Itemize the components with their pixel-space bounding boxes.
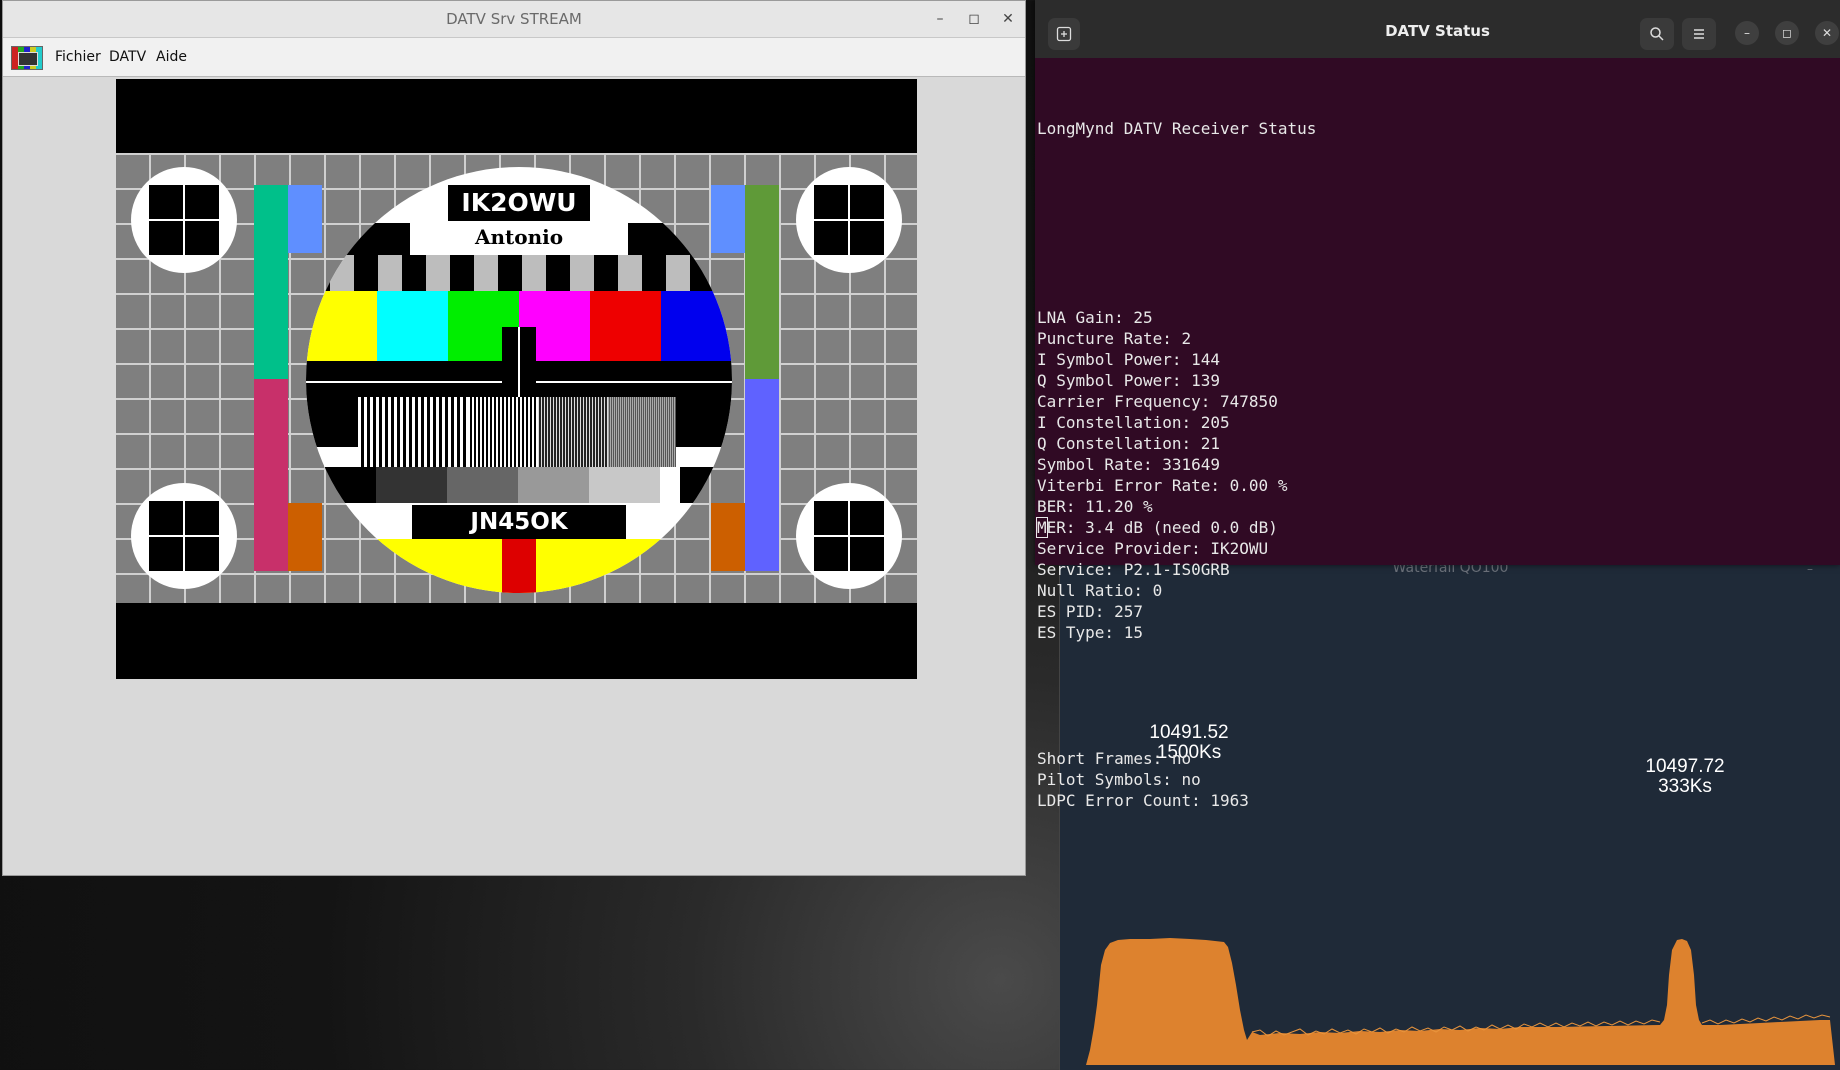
terminal-title: DATV Status (1385, 22, 1490, 40)
gray-scale (306, 467, 732, 503)
bar-blue (745, 379, 779, 571)
status-line: Viterbi Error Rate: 0.00 % (1037, 476, 1288, 495)
hamburger-menu-icon[interactable] (1682, 18, 1716, 50)
peak-1-rate: 1500Ks (1156, 742, 1222, 763)
status-line: Q Symbol Power: 139 (1037, 371, 1221, 390)
menu-fichier[interactable]: Fichier (55, 49, 101, 65)
menu-aide[interactable]: Aide (156, 49, 187, 65)
status-line: Q Constellation: 21 (1037, 434, 1221, 453)
minimize-button[interactable]: – (936, 11, 944, 27)
app-icon (11, 46, 43, 70)
terminal-window: DATV Status – ◻ ✕ LongMynd DATV Receiver… (1035, 0, 1840, 810)
status-lines-2: Short Frames: no Pilot Symbols: no LDPC Er… (1037, 748, 1316, 811)
bar-teal (254, 185, 288, 379)
status-lines: LNA Gain: 25 Puncture Rate: 2 I Symbol Pow… (1036, 307, 1316, 643)
spectrum-plot (1086, 938, 1835, 1065)
frequency-gratings (358, 397, 676, 467)
minimize-button[interactable]: – (1807, 562, 1813, 576)
corner-circle-bottom-right (796, 483, 902, 589)
callsign-label: IK2OWU (448, 185, 590, 221)
menu-bar: Fichier DATV Aide (3, 38, 1025, 77)
peak-1-frequency: 10491.52 (1149, 722, 1229, 743)
status-line: Puncture Rate: 2 (1037, 329, 1192, 348)
stream-window-titlebar[interactable]: DATV Srv STREAM – ◻ ✕ (3, 1, 1025, 38)
close-button[interactable]: ✕ (1002, 11, 1014, 27)
maximize-icon[interactable]: ◻ (1775, 21, 1799, 45)
video-display: IK2OWU Antonio (116, 79, 917, 679)
peak-label-1: 10491.52 1500Ks (1124, 723, 1254, 763)
menu-datv[interactable]: DATV (109, 49, 147, 65)
status-line: ES Type: 15 (1037, 623, 1143, 642)
search-icon[interactable] (1640, 18, 1674, 50)
status-line: I Constellation: 205 (1037, 413, 1230, 432)
test-card-circle: IK2OWU Antonio (306, 167, 732, 593)
status-line: LNA Gain: 25 (1037, 308, 1153, 327)
status-line: I Symbol Power: 144 (1037, 350, 1221, 369)
status-line: Pilot Symbols: no (1037, 770, 1201, 789)
status-line: Short Frames: no (1037, 749, 1192, 768)
status-heading: LongMynd DATV Receiver Status (1037, 119, 1317, 138)
corner-circle-bottom-left (131, 483, 237, 589)
terminal-cursor: M (1036, 517, 1048, 538)
status-line: BER: 11.20 % (1037, 497, 1153, 516)
corner-circle-top-right (796, 167, 902, 273)
stream-window: DATV Srv STREAM – ◻ ✕ Fichier DATV Aide (2, 0, 1026, 876)
terminal-headerbar[interactable]: DATV Status – ◻ ✕ (1035, 0, 1840, 58)
spectrum-trace (1086, 938, 1835, 1065)
status-line: ES PID: 257 (1037, 602, 1143, 621)
teeth-pattern (306, 255, 732, 291)
new-tab-icon[interactable] (1048, 18, 1080, 50)
status-line: Service: P2.1-IS0GRB (1037, 560, 1230, 579)
peak-label-2: 10497.72 333Ks (1620, 757, 1750, 797)
operator-name: Antonio (474, 225, 564, 249)
new-tab-glyph (1056, 26, 1072, 42)
corner-circle-top-left (131, 167, 237, 273)
peak-2-rate: 333Ks (1658, 776, 1712, 797)
minimize-icon[interactable]: – (1735, 21, 1759, 45)
waterfall-window: Waterfall QO100 – 10491.52 1500Ks 10497.… (1059, 560, 1840, 1070)
test-card: IK2OWU Antonio (116, 153, 917, 603)
maximize-button[interactable]: ◻ (968, 11, 980, 27)
status-line: Symbol Rate: 331649 (1037, 455, 1221, 474)
status-line: LDPC Error Count: 1963 (1037, 791, 1249, 810)
status-line: Null Ratio: 0 (1037, 581, 1163, 600)
close-icon[interactable]: ✕ (1815, 21, 1839, 45)
locator-label: JN45OK (412, 505, 626, 539)
status-line: MER: 3.4 dB (need 0.0 dB) (1036, 517, 1278, 538)
bar-magenta (254, 379, 288, 571)
terminal-output[interactable]: LongMynd DATV Receiver Status LNA Gain: … (1036, 76, 1317, 853)
stream-window-title: DATV Srv STREAM (446, 10, 582, 28)
status-line: Carrier Frequency: 747850 (1037, 392, 1278, 411)
bar-green (745, 185, 779, 379)
peak-2-frequency: 10497.72 (1645, 756, 1725, 777)
status-line: Service Provider: IK2OWU (1037, 539, 1269, 558)
